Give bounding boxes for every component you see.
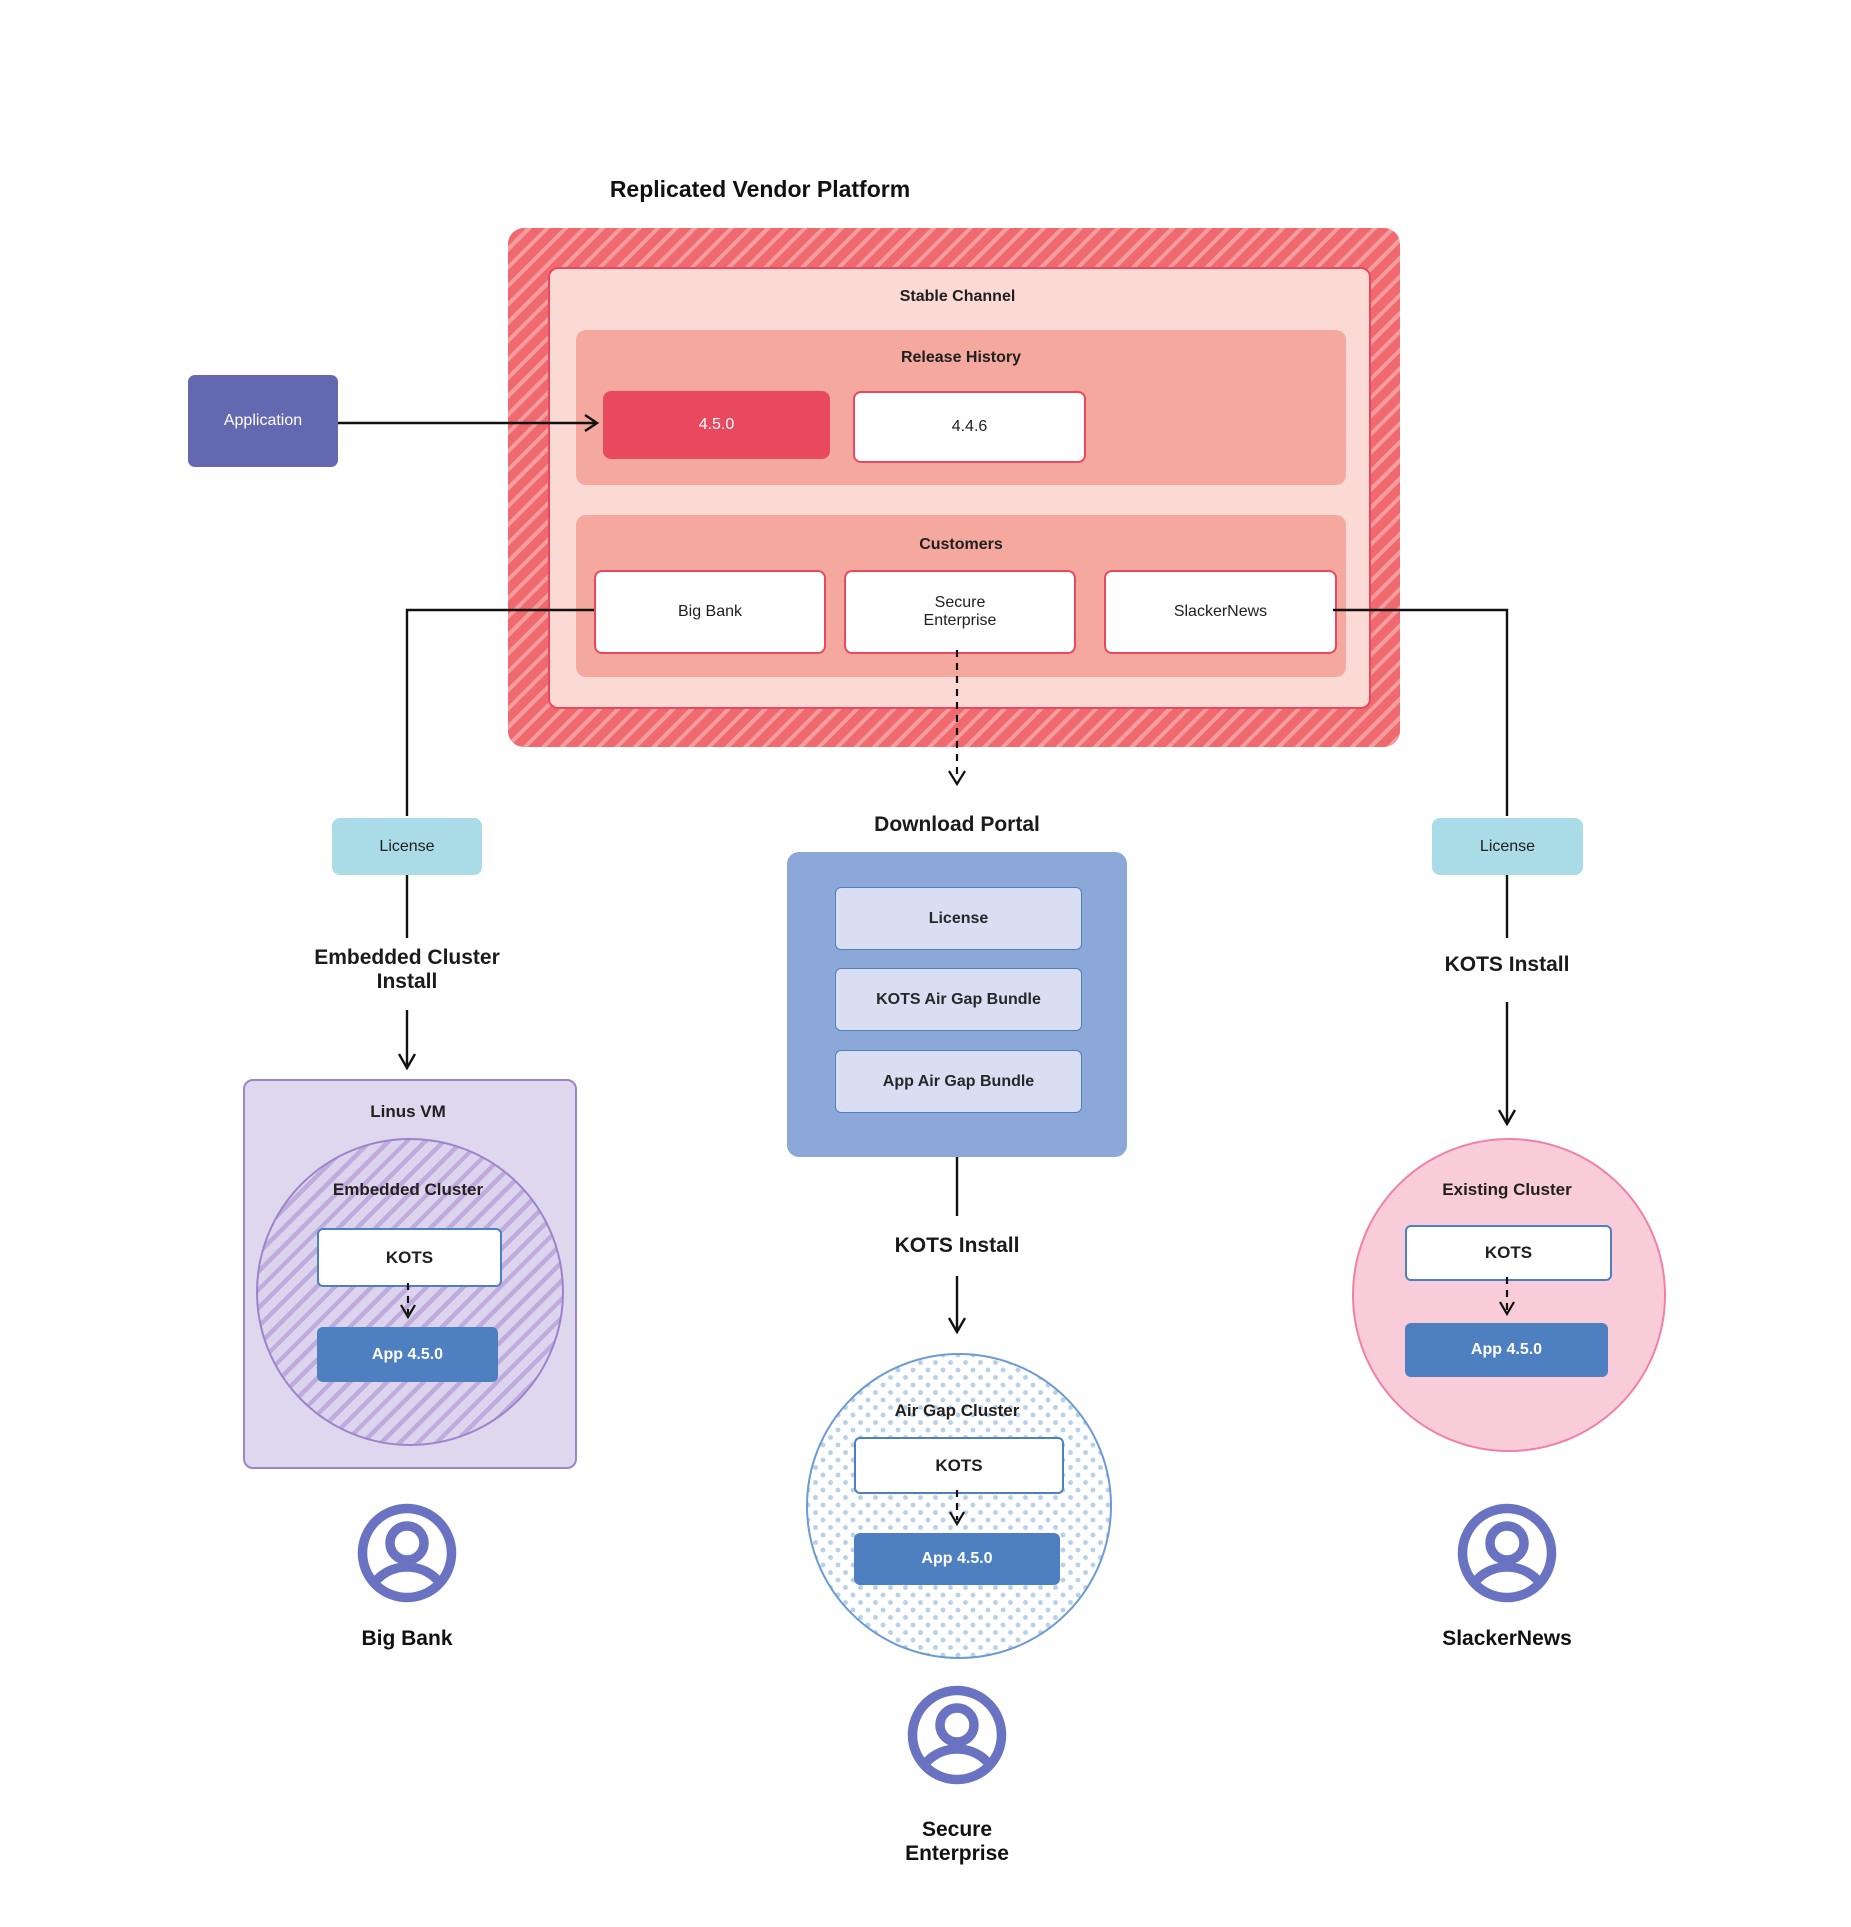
- secure-enterprise-user-icon: [905, 1683, 1009, 1787]
- big-bank-app-node: App 4.5.0: [317, 1327, 498, 1382]
- arrowhead-portal: [948, 770, 966, 787]
- big-bank-license-node: License: [332, 818, 482, 875]
- user-icon: [1457, 1503, 1557, 1603]
- existing-cluster-circle: [1352, 1138, 1666, 1452]
- user-icon: [357, 1503, 457, 1603]
- portal-kots-bundle-item: KOTS Air Gap Bundle: [835, 968, 1082, 1031]
- air-gap-cluster-circle: [806, 1353, 1112, 1659]
- air-gap-cluster-label: Air Gap Cluster: [894, 1401, 1020, 1420]
- application-node: Application: [188, 375, 338, 467]
- portal-app-bundle-item: App Air Gap Bundle: [835, 1050, 1082, 1113]
- slackernews-user-icon: [1455, 1501, 1559, 1605]
- secure-enterprise-user-label: Secure Enterprise: [905, 1818, 1009, 1865]
- slackernews-kots-node: KOTS: [1405, 1225, 1612, 1281]
- arrowhead-airgap: [947, 1317, 967, 1335]
- portal-license-item: License: [835, 887, 1082, 950]
- secure-kots-install-label: KOTS Install: [894, 1234, 1020, 1257]
- big-bank-user-icon: [355, 1501, 459, 1605]
- release-4-4-6: 4.4.6: [853, 391, 1086, 463]
- secure-app-node: App 4.5.0: [854, 1533, 1060, 1585]
- arrowhead-existing-cluster: [1497, 1109, 1517, 1127]
- embedded-cluster-install-label: Embedded Cluster Install: [314, 946, 500, 993]
- slackernews-user-label: SlackerNews: [1442, 1627, 1572, 1650]
- release-history-label: Release History: [900, 349, 1022, 366]
- existing-cluster-label: Existing Cluster: [1442, 1180, 1572, 1199]
- embedded-cluster-circle: [256, 1138, 564, 1446]
- customer-secure-enterprise: Secure Enterprise: [844, 570, 1076, 654]
- customers-label: Customers: [919, 536, 1003, 553]
- big-bank-kots-node: KOTS: [317, 1228, 502, 1287]
- embedded-cluster-label: Embedded Cluster: [332, 1180, 484, 1199]
- big-bank-user-label: Big Bank: [361, 1627, 453, 1650]
- customer-big-bank: Big Bank: [594, 570, 826, 654]
- page-title: Replicated Vendor Platform: [609, 175, 911, 202]
- download-portal-title: Download Portal: [874, 813, 1040, 836]
- slackernews-license-node: License: [1432, 818, 1583, 875]
- arrowhead-linusvm: [397, 1053, 417, 1071]
- user-icon: [907, 1685, 1007, 1785]
- release-4-5-0: 4.5.0: [603, 391, 830, 459]
- linus-vm-label: Linus VM: [370, 1102, 446, 1121]
- slackernews-app-node: App 4.5.0: [1405, 1323, 1608, 1377]
- slackernews-kots-install-label: KOTS Install: [1444, 953, 1570, 976]
- stable-channel-label: Stable Channel: [899, 288, 1016, 305]
- secure-kots-node: KOTS: [854, 1437, 1064, 1494]
- customer-slackernews: SlackerNews: [1104, 570, 1337, 654]
